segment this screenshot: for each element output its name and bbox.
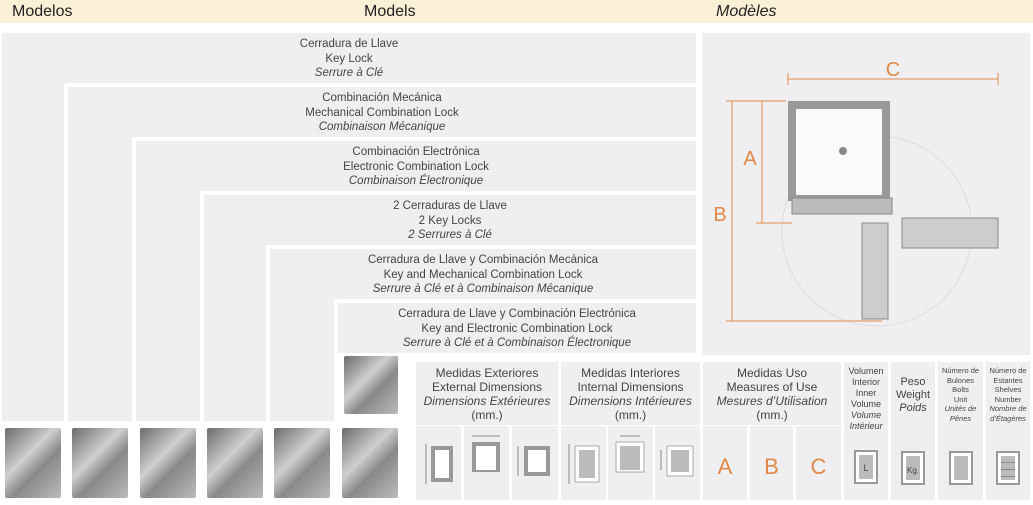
interior-height-icon — [561, 426, 606, 500]
lock-image-key-electronic-top — [344, 356, 398, 414]
interior-depth-icon — [655, 426, 700, 500]
diagram-label-b: B — [713, 204, 726, 226]
header-band: Modelos Models Modèles — [0, 0, 1033, 23]
exterior-depth-icon — [512, 426, 558, 500]
weight-icon: Kg. — [906, 456, 920, 480]
use-c: C — [796, 426, 841, 500]
lock-image-key-electronic — [342, 428, 398, 498]
lock-image-mechanical — [72, 428, 128, 498]
interior-width-icon — [608, 426, 653, 500]
lock-image-electronic — [140, 428, 196, 498]
exterior-height-icon — [416, 426, 461, 500]
header-en: Models — [364, 3, 416, 20]
dimension-diagram: C A B — [702, 33, 1030, 355]
use-b: B — [750, 426, 793, 500]
lock-image-key — [5, 428, 61, 498]
model-label-6: Cerradura de Llave y Combinación Electró… — [338, 303, 696, 353]
exterior-width-icon — [464, 426, 509, 500]
lock-image-2keys — [207, 428, 263, 498]
bolts-icon — [948, 451, 973, 485]
lock-image-key-mechanical — [274, 428, 330, 498]
header-es: Modelos — [12, 3, 73, 20]
volume-icon: L — [859, 455, 873, 479]
use-a: A — [703, 426, 747, 500]
header-fr: Modèles — [716, 3, 777, 20]
diagram-label-c: C — [886, 59, 900, 81]
diagram-label-a: A — [743, 148, 757, 170]
shelves-icon — [996, 451, 1020, 485]
model-label-5: Cerradura de Llave y Combinación Mecánic… — [270, 249, 696, 299]
model-column-1 — [2, 33, 64, 421]
model-column-2 — [68, 87, 132, 421]
